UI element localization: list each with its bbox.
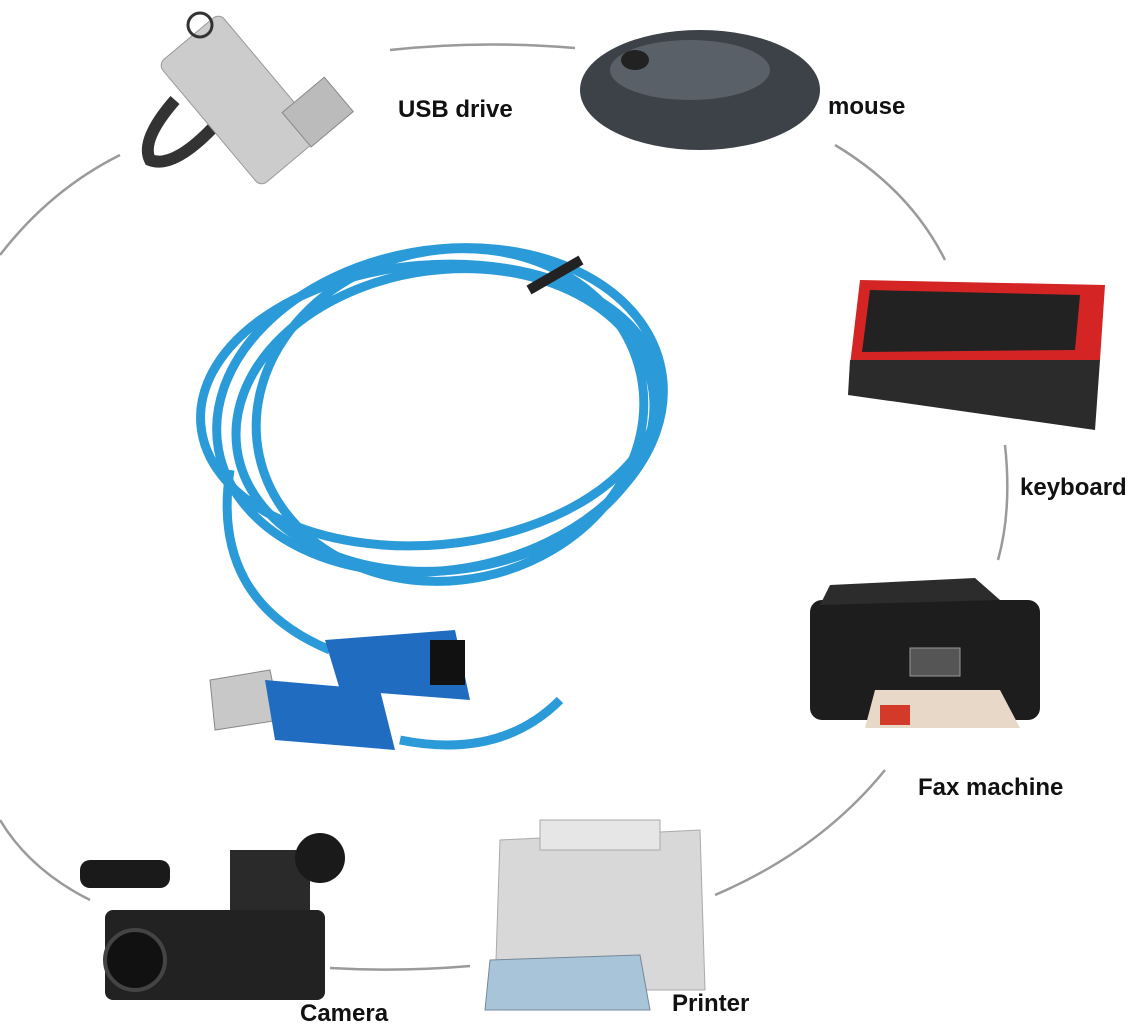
usb-drive-label: USB drive: [398, 96, 513, 123]
keyboard-image: [848, 280, 1105, 430]
printer-image: [484, 819, 706, 1011]
usb-drive-image: [141, 11, 354, 185]
mouse-label: mouse: [828, 93, 906, 120]
printer-label: Printer: [672, 990, 750, 1017]
camera-image: [80, 833, 345, 1000]
fax-machine-label: Fax machine: [918, 774, 1064, 801]
usb-extension-cable-image: [196, 243, 668, 750]
mouse-image: [580, 30, 820, 150]
connection-lines: [0, 43, 1009, 971]
keyboard-label: keyboard: [1020, 474, 1127, 501]
fax-machine-image: [810, 578, 1040, 728]
usb-connectors-image: [209, 630, 470, 750]
camera-label: Camera: [300, 1000, 389, 1027]
